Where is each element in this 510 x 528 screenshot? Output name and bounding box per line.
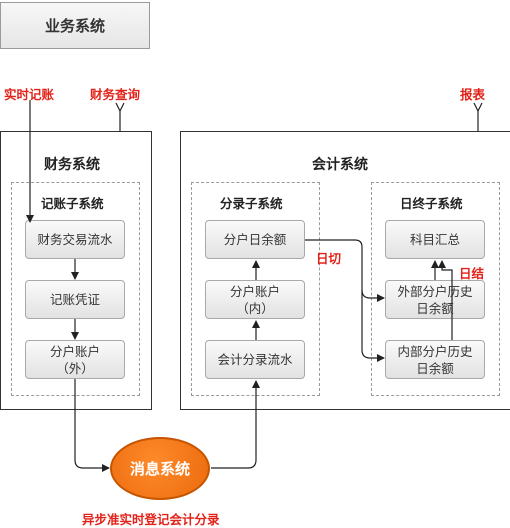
bookkeeping-subsystem-title: 记账子系统 bbox=[41, 196, 104, 211]
entry-subsystem-title: 分录子系统 bbox=[220, 196, 283, 211]
accounting-system-title: 会计系统 bbox=[312, 157, 368, 173]
message-to-entry-arrow bbox=[211, 380, 260, 469]
eod-subsystem-title: 日终子系统 bbox=[400, 196, 463, 211]
report-label: 报表 bbox=[460, 87, 486, 102]
external-account-node: 分户账户 （外） bbox=[25, 340, 125, 379]
finance-query-label: 财务查询 bbox=[90, 87, 141, 102]
eod-subsystem-frame bbox=[371, 182, 500, 396]
business-system-box: 业务系统 bbox=[0, 2, 150, 49]
finance-transaction-flow-node: 财务交易流水 bbox=[25, 220, 125, 259]
internal-to-summary-arrow bbox=[438, 260, 453, 340]
async-note-label: 异步准实时登记会计分录 bbox=[82, 512, 220, 527]
account-to-message-arrow bbox=[74, 379, 110, 472]
message-system-node: 消息系统 bbox=[110, 437, 210, 500]
posting-voucher-node: 记账凭证 bbox=[25, 280, 125, 319]
account-daily-balance-node: 分户日余额 bbox=[205, 220, 305, 259]
external-history-balance-node: 外部分户历史 日余额 bbox=[385, 280, 485, 319]
day-close-label: 日结 bbox=[459, 266, 485, 281]
daycut-to-internal-arrow bbox=[361, 290, 385, 362]
accounting-entry-flow-node: 会计分录流水 bbox=[205, 340, 305, 379]
internal-history-balance-node: 内部分户历史 日余额 bbox=[385, 340, 485, 379]
finance-system-title: 财务系统 bbox=[44, 157, 100, 173]
internal-account-node: 分户账户 （内） bbox=[205, 280, 305, 319]
day-cut-label: 日切 bbox=[316, 251, 342, 266]
daycut-to-external-arrow bbox=[305, 239, 385, 302]
realtime-post-label: 实时记账 bbox=[4, 87, 55, 102]
subject-summary-node: 科目汇总 bbox=[385, 220, 485, 259]
